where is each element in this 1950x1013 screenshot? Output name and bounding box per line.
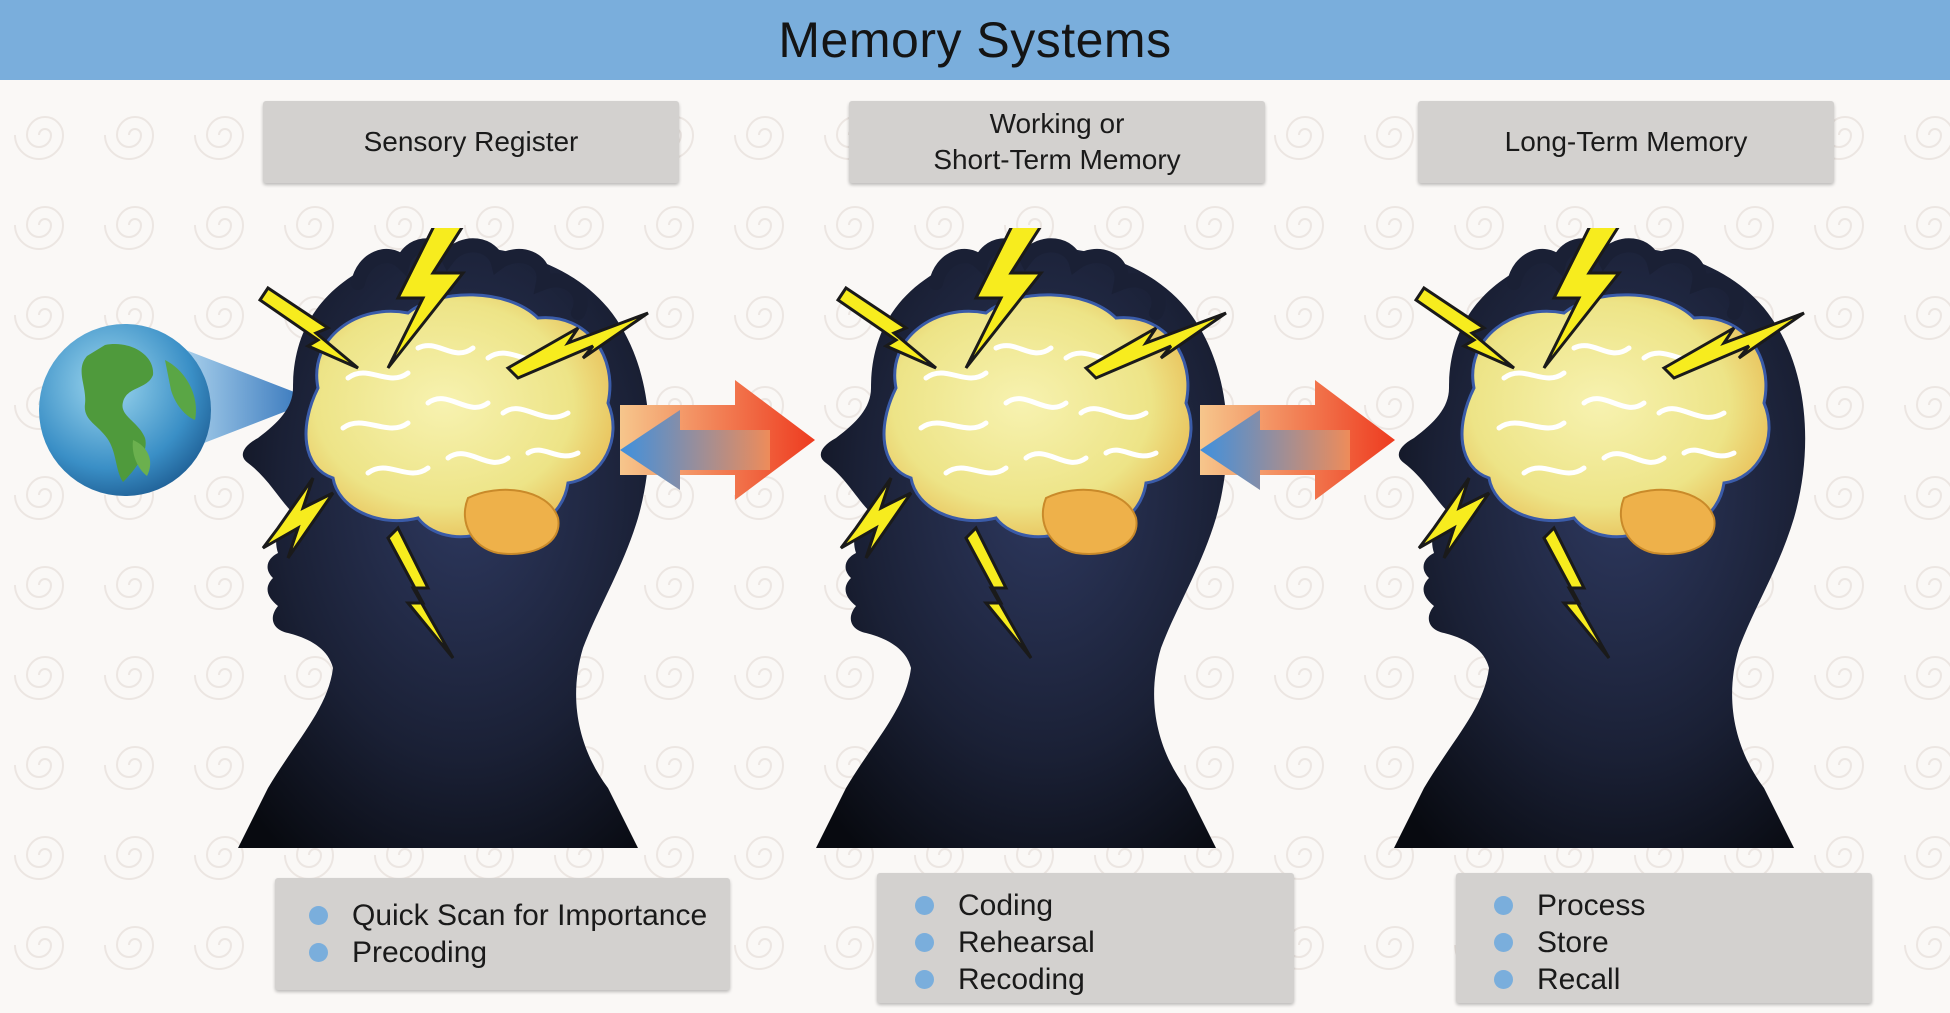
list-box-working: Coding Rehearsal Recoding (877, 873, 1294, 1003)
page-title: Memory Systems (778, 12, 1172, 68)
bullet-icon (1494, 896, 1513, 915)
bullet-icon (309, 943, 328, 962)
list-item: Rehearsal (915, 924, 1294, 961)
bidirectional-arrow-icon (1200, 380, 1395, 500)
head-silhouette-working (816, 228, 1246, 848)
title-bar: Memory Systems (0, 0, 1950, 80)
head-silhouette-long-term (1394, 228, 1824, 848)
list-item: Store (1494, 924, 1872, 961)
list-box-long-term: Process Store Recall (1456, 873, 1872, 1003)
list-item-label: Process (1537, 889, 1646, 922)
list-item: Recall (1494, 961, 1872, 998)
bullet-icon (915, 933, 934, 952)
bullet-icon (1494, 970, 1513, 989)
list-item-label: Recall (1537, 963, 1621, 996)
list-item-label: Coding (958, 889, 1054, 922)
list-item: Precoding (309, 934, 730, 971)
list-box-sensory: Quick Scan for Importance Precoding (275, 878, 730, 990)
list-item-label: Quick Scan for Importance (352, 899, 708, 932)
bullet-icon (915, 970, 934, 989)
list-item-label: Store (1537, 926, 1609, 959)
head-silhouette-sensory (238, 228, 668, 848)
globe-icon (39, 324, 211, 496)
list-item: Coding (915, 887, 1294, 924)
stage-label-sensory-register: Sensory Register (263, 101, 679, 183)
list-item-label: Recoding (958, 963, 1085, 996)
list-item: Process (1494, 887, 1872, 924)
bullet-icon (1494, 933, 1513, 952)
list-item: Recoding (915, 961, 1294, 998)
bidirectional-arrow-icon (620, 380, 815, 500)
list-item: Quick Scan for Importance (309, 897, 730, 934)
list-item-label: Rehearsal (958, 926, 1095, 959)
bullet-icon (915, 896, 934, 915)
stage-label-working-memory: Working or Short-Term Memory (849, 101, 1265, 183)
bullet-icon (309, 906, 328, 925)
list-item-label: Precoding (352, 936, 488, 969)
stage-label-long-term-memory: Long-Term Memory (1418, 101, 1834, 183)
